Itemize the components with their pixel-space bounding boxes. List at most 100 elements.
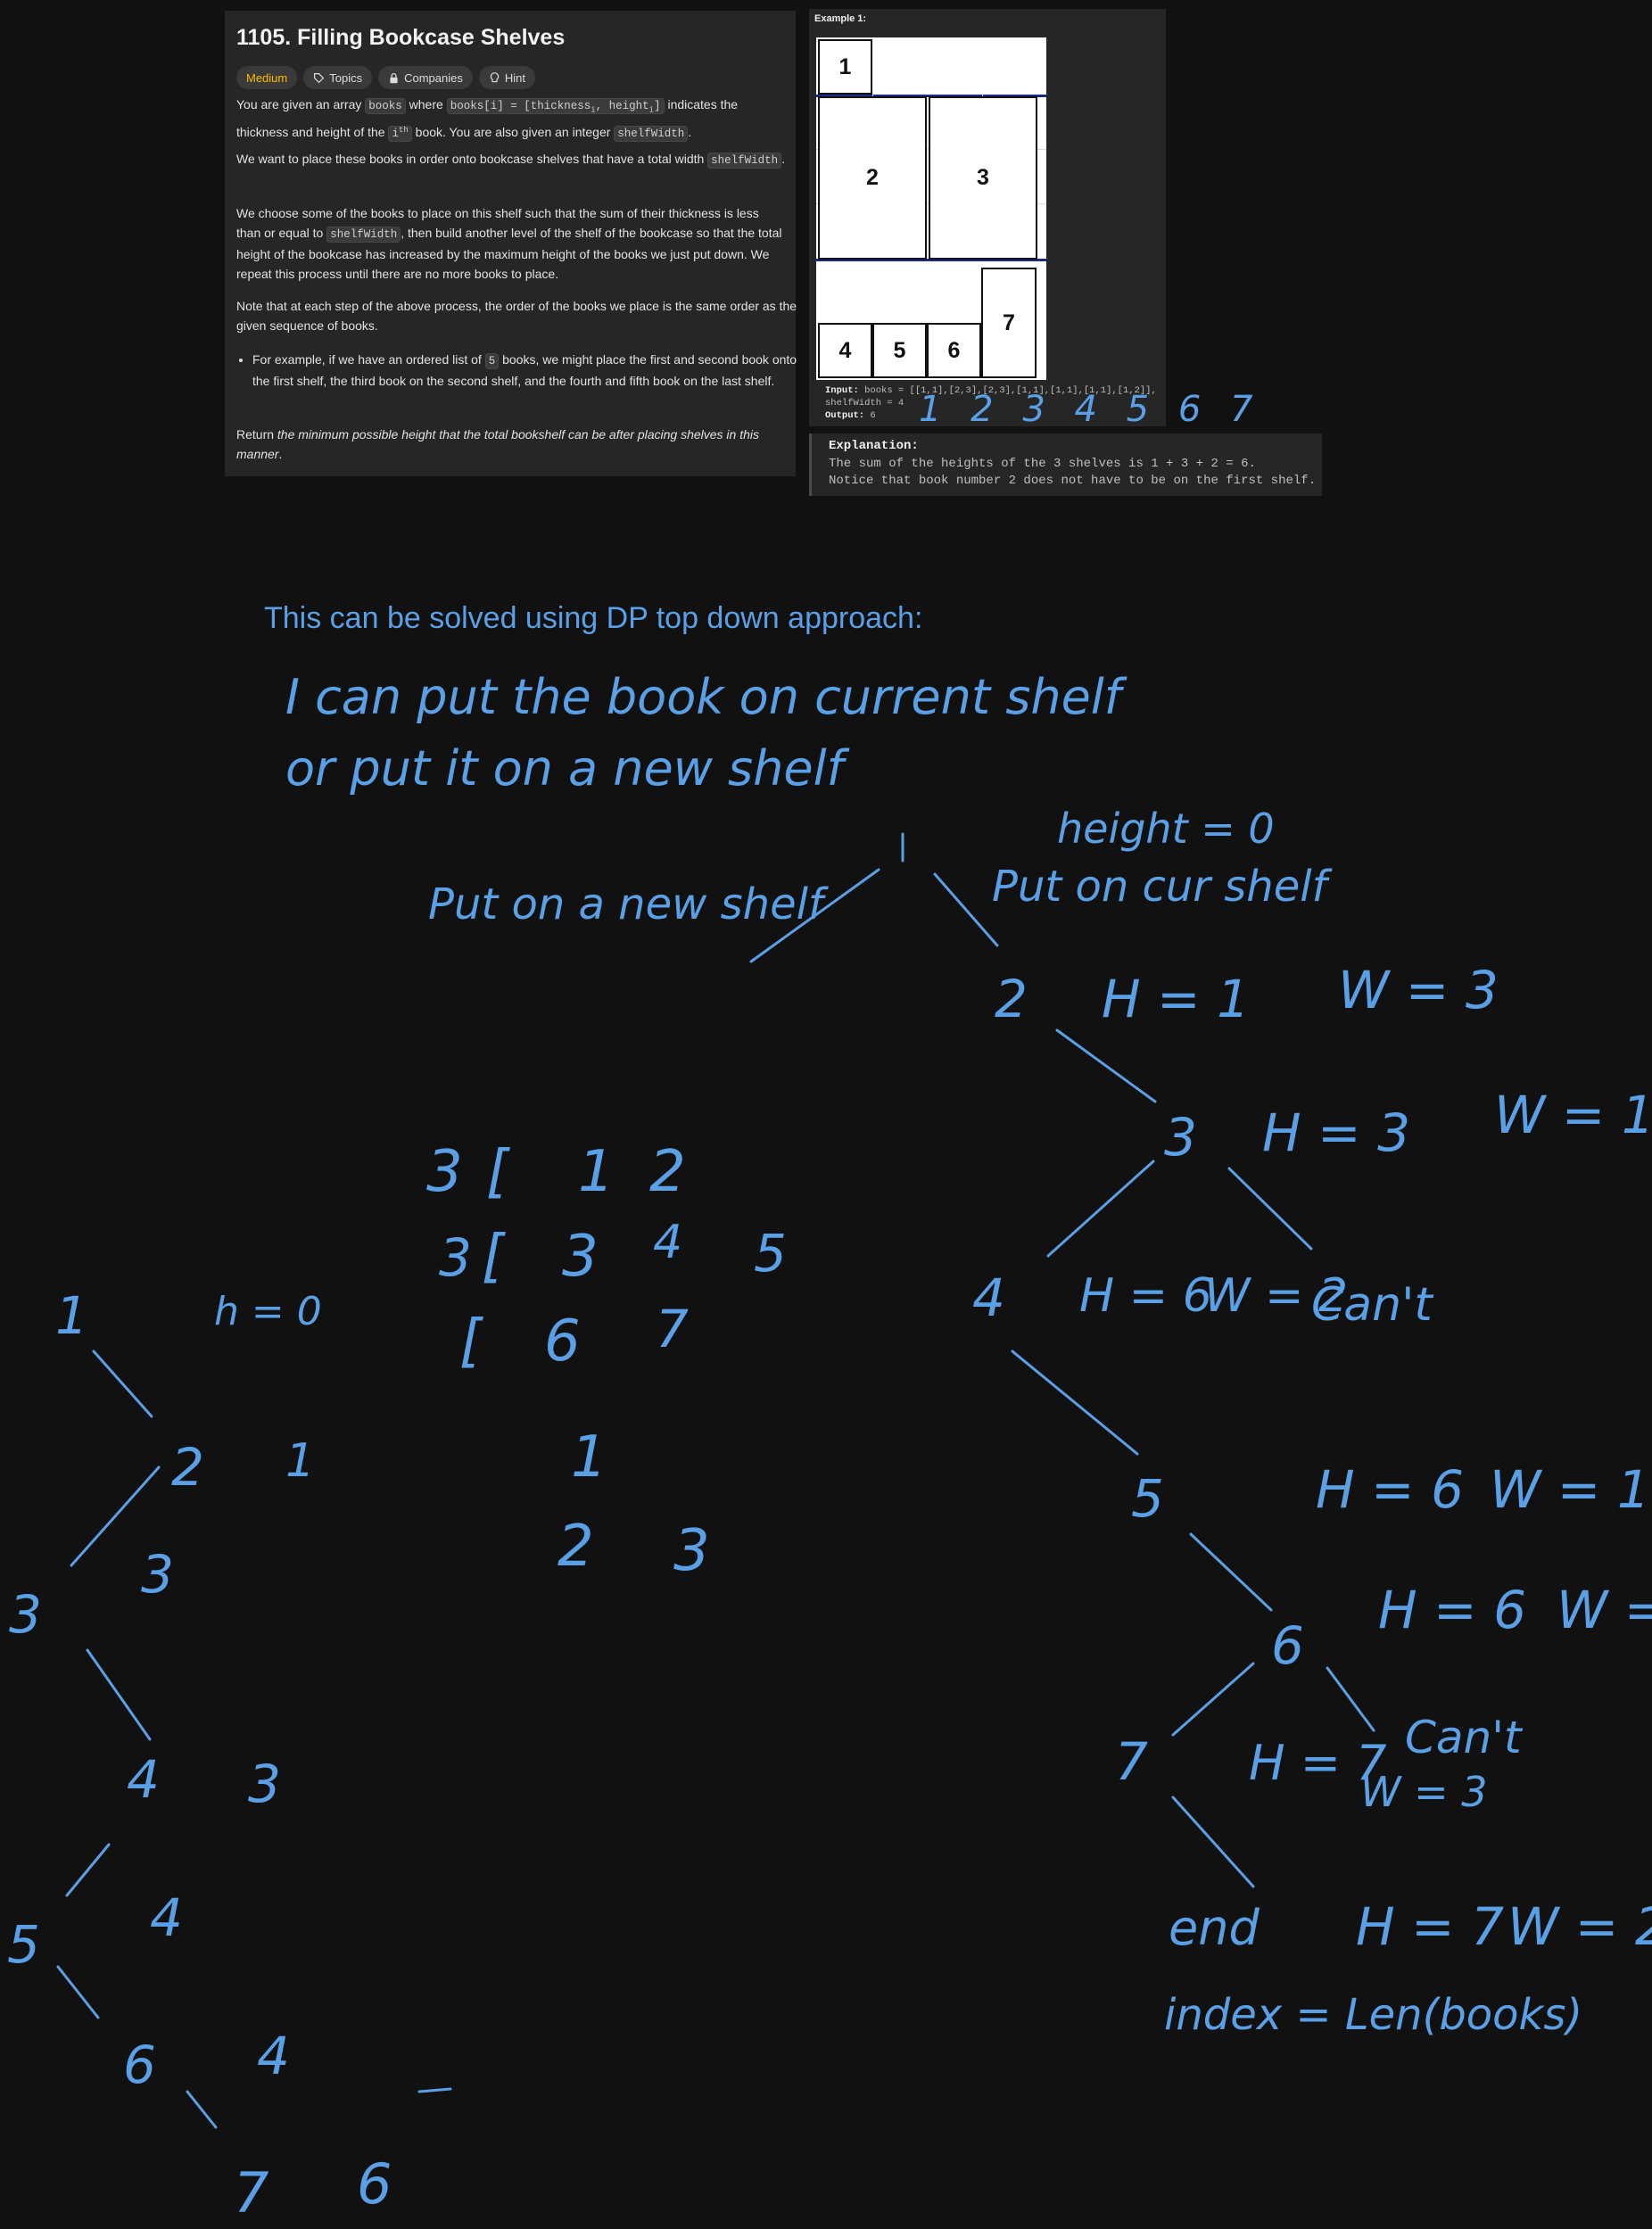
node-5-height: H = 6 [1316,1459,1464,1520]
grid-r3-b6: 6 [544,1309,581,1375]
example-input: Input: books = [[1,1],[2,3],[2,3],[1,1],… [825,385,1157,396]
left-tree-node-6: 6 [123,2035,156,2095]
explanation-box: Explanation: The sum of the heights of t… [809,433,1322,496]
left-tree-edge [70,1465,161,1567]
problem-tags: Medium Topics Companies Hint [236,66,535,89]
edge-5-6 [1189,1532,1273,1612]
node-2-width: W = 3 [1338,960,1499,1020]
node-2: 2 [995,969,1028,1029]
node-6: 6 [1271,1615,1304,1676]
example-panel: Example 1: 1 2 3 4 5 6 7 Input: books = … [809,9,1166,426]
bookcase-illustration: 1 2 3 4 5 6 7 [816,37,1046,380]
grid-r2-bracket: [ [482,1224,506,1290]
grid-r1-height: 3 [426,1139,463,1205]
grid-r1-b2: 2 [649,1139,686,1205]
problem-panel: 1105. Filling Bookcase Shelves Medium To… [225,11,797,476]
node-7: 7 [1115,1731,1148,1792]
shelf-divider [816,259,1046,261]
node-5-width: W = 1 [1490,1459,1650,1520]
node-4-height: H = 6 [1079,1269,1212,1323]
left-branch-edge [749,868,880,963]
edge-7-end [1171,1796,1255,1888]
edge-3-cant [1227,1167,1313,1251]
book-index-scribble: 1 2 3 4 5 6 7 [919,389,1261,430]
left-tree-edge [56,1965,100,2019]
node-4: 4 [972,1267,1005,1328]
book-2: 2 [818,96,927,260]
grid-below-2: 2 [558,1514,594,1580]
note-line-1: I can put the book on current shelf [285,669,1127,725]
book-1: 1 [818,39,872,95]
node-5: 5 [1131,1468,1164,1529]
example-title: Example 1: [814,13,867,24]
left-tree-val-5: 4 [150,1887,183,1948]
difficulty-badge[interactable]: Medium [236,66,298,89]
topics-label: Topics [329,70,363,85]
topics-tag[interactable]: Topics [303,66,373,89]
left-tree-node-5: 5 [7,1914,40,1975]
explanation-line-2: Notice that book number 2 does not have … [829,474,1317,488]
description-paragraph-2: We want to place these books in order on… [236,152,786,169]
grid-r1-b1: 1 [578,1139,615,1205]
end-node: end [1169,1900,1260,1956]
grid-below-1: 1 [571,1424,607,1490]
example-output: Output: 6 [825,410,876,421]
note-line-2: or put it on a new shelf [285,740,850,797]
explanation-bar [809,433,812,496]
hint-tag[interactable]: Hint [478,66,535,89]
tag-icon [314,72,325,83]
book-4: 4 [818,323,872,378]
edge-2-3 [1055,1028,1157,1103]
problem-title: 1105. Filling Bookcase Shelves [236,25,566,50]
right-branch-edge [933,872,999,947]
hint-label: Hint [504,70,525,85]
node-3-height: H = 3 [1262,1102,1410,1163]
left-tree-node-3: 3 [9,1584,42,1645]
left-tree-val-6: 4 [257,2026,290,2086]
node-2-height: H = 1 [1102,969,1250,1029]
left-branch-label: Put on a new shelf [428,879,829,929]
book-6: 6 [927,323,981,378]
left-tree-edge [65,1843,111,1897]
end-condition: index = Len(books) [1164,1990,1582,2040]
node-4-cant: Can't [1311,1278,1433,1332]
grid-r2-b3: 3 [562,1224,599,1290]
node-7-height: H = 7 [1249,1735,1387,1791]
left-tree-dash [417,2087,452,2093]
explanation-line-1: The sum of the heights of the 3 shelves … [829,457,1256,471]
grid-r2-height: 3 [439,1227,472,1288]
node-7-cant: Can't [1405,1712,1524,1763]
description-paragraph-5: Return the minimum possible height that … [236,427,760,461]
node-3: 3 [1164,1107,1197,1168]
end-height: H = 7 [1356,1896,1504,1957]
end-width: W = 2 [1507,1896,1652,1957]
approach-heading: This can be solved using DP top down app… [264,601,923,635]
description-paragraph-3: We choose some of the books to place on … [236,206,782,281]
grid-r3-b7: 7 [656,1299,689,1359]
companies-tag[interactable]: Companies [378,66,473,89]
example-input-width: shelfWidth = 4 [825,398,904,409]
left-tree-node-2: 2 [171,1437,204,1498]
grid-r2-b5: 5 [754,1223,787,1284]
lightbulb-icon [490,71,500,82]
left-tree-node-4: 4 [127,1749,160,1810]
book-7: 7 [981,268,1037,378]
node-7-width: W = 3 [1360,1768,1488,1816]
description-paragraph-4: Note that at each step of the above proc… [236,299,797,333]
edge-4-5 [1011,1350,1139,1456]
left-tree-edge [86,1648,152,1741]
left-tree-val-2: 1 [285,1434,315,1488]
left-tree-edge [186,2090,218,2129]
grid-below-3: 3 [673,1518,710,1584]
edge-3-4 [1046,1160,1155,1258]
book-5: 5 [872,323,927,378]
left-tree-h0: h = 0 [214,1289,322,1334]
root-height: height = 0 [1057,805,1275,853]
example-bullet: For example, if we have an ordered list … [252,350,802,391]
lock-icon [390,72,398,83]
right-branch-label: Put on cur shelf [992,862,1333,912]
example-bullet-list: For example, if we have an ordered list … [236,350,802,391]
explanation-label: Explanation: [829,439,919,453]
node-6-width: W = 0 [1557,1580,1652,1640]
